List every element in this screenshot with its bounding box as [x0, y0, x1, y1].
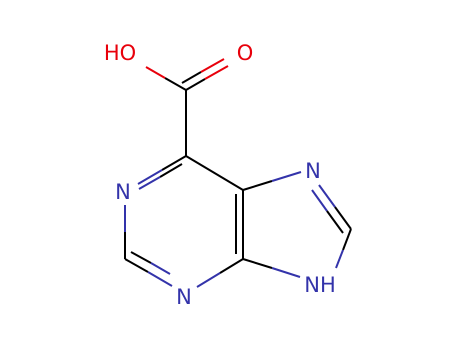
bond-c6-n1-double: [137, 155, 187, 190]
atom-label-hydroxyl: HO: [104, 41, 136, 65]
atom-label-carbonyl-oxygen: O: [237, 41, 254, 65]
bonds: [124, 58, 352, 288]
bond-n7-c8-double: [311, 184, 352, 234]
bond-c2-n3-double: [124, 251, 173, 287]
bond-n3-c4: [196, 258, 244, 288]
atom-label-n7: N: [305, 159, 321, 183]
atom-labels: HO O N N N NH: [104, 41, 336, 309]
bond-n9-c4: [242, 258, 301, 278]
atom-label-n9: NH: [304, 273, 336, 297]
bond-c8-n9: [335, 228, 352, 269]
bond-c5-n7: [242, 171, 302, 191]
bond-c-oh: [145, 66, 187, 91]
bond-c5-c6: [185, 155, 244, 191]
atom-label-n3: N: [176, 285, 192, 309]
bond-c4-c5-double: [235, 190, 244, 259]
bond-c-o-double: [181, 58, 229, 91]
atom-label-n1: N: [115, 180, 131, 204]
